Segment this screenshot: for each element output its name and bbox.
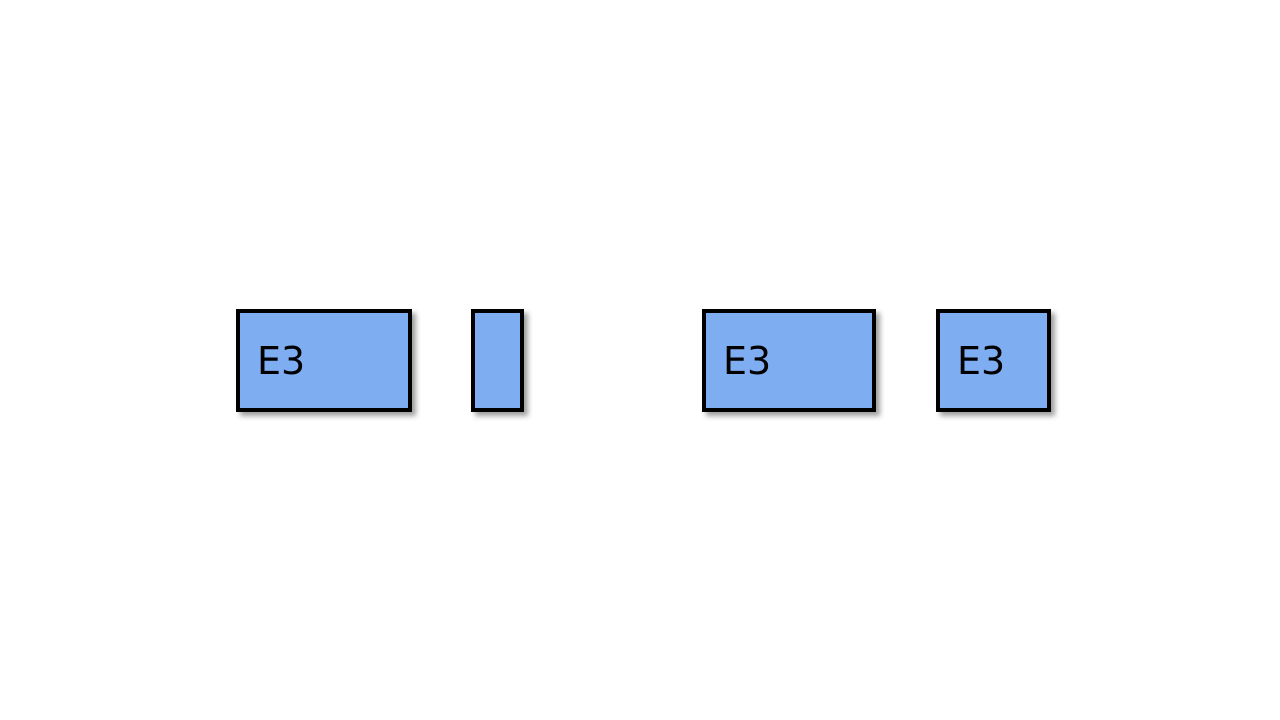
diagram-node-2[interactable] bbox=[471, 309, 524, 412]
diagram-node-4[interactable]: E3 bbox=[936, 309, 1051, 412]
diagram-node-4-label: E3 bbox=[957, 338, 1006, 383]
diagram-node-1[interactable]: E3 bbox=[236, 309, 412, 412]
diagram-node-3[interactable]: E3 bbox=[702, 309, 876, 412]
diagram-node-3-label: E3 bbox=[723, 338, 772, 383]
diagram-node-1-label: E3 bbox=[257, 338, 306, 383]
